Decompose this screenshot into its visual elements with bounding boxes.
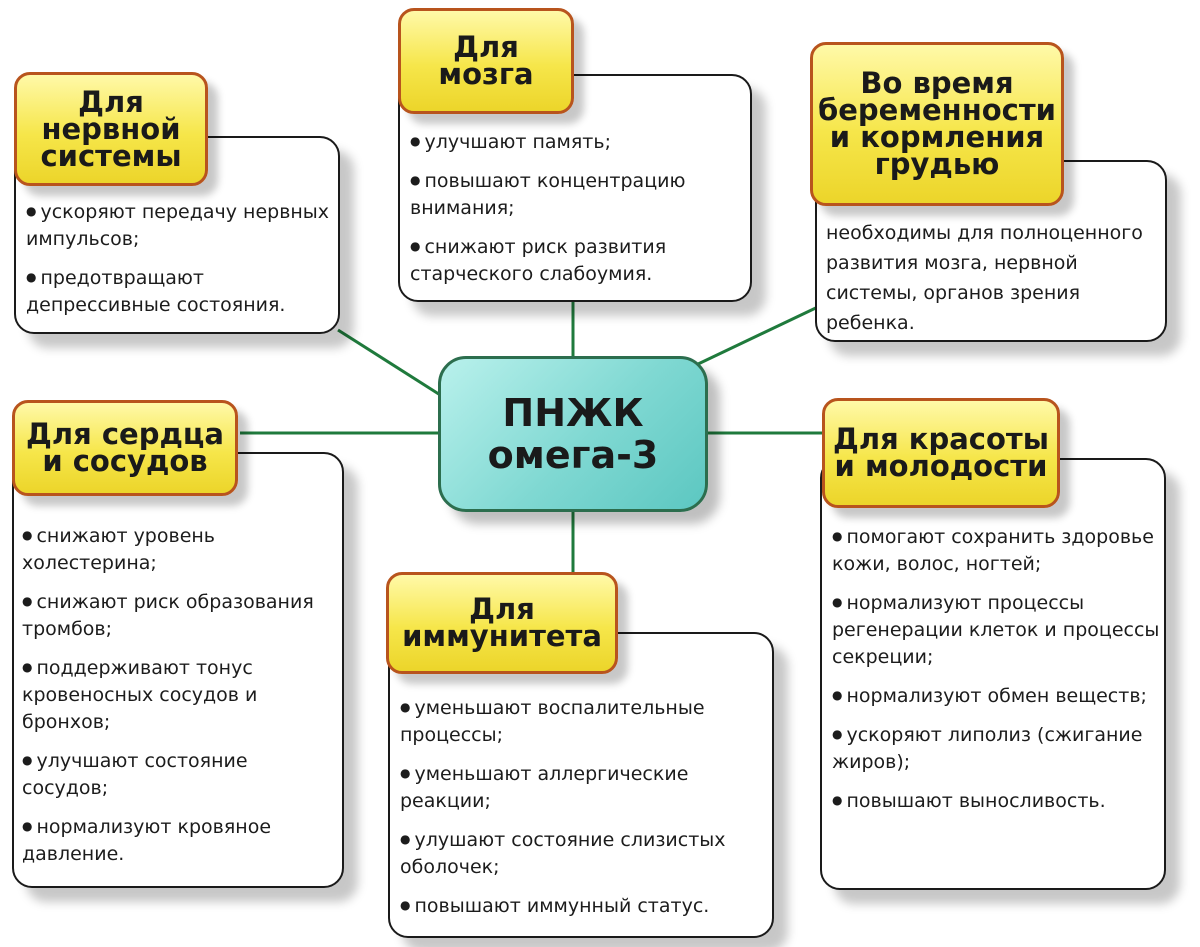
bullet-icon: ● — [410, 134, 421, 148]
list-item: ●улучшают память; — [410, 131, 611, 153]
list-item: ●поддерживают тонус кровеносных сосудов … — [22, 657, 258, 733]
bullet-icon: ● — [400, 700, 411, 714]
immunity-list: ●уменьшают воспалительные процессы; ●уме… — [400, 694, 770, 931]
bullet-icon: ● — [22, 528, 33, 542]
link-nerve — [337, 328, 446, 400]
list-item: ●повышают иммунный статус. — [400, 895, 710, 917]
bullet-icon: ● — [400, 832, 411, 846]
list-item: ●снижают уровень холестерина; — [22, 525, 215, 574]
bullet-icon: ● — [410, 173, 421, 187]
immunity-card — [388, 632, 774, 938]
bullet-icon: ● — [410, 239, 421, 253]
list-item: ●уменьшают воспалительные процессы; — [400, 697, 705, 746]
center-node: ПНЖК омега-3 — [438, 356, 708, 512]
bullet-icon: ● — [832, 793, 843, 807]
list-item: ●улучшают состояние сосудов; — [22, 750, 248, 799]
list-item: ●нормализуют кровяное давление. — [22, 816, 272, 865]
heart-card — [12, 452, 344, 888]
list-item: ●помогают сохранить здоровье кожи, волос… — [832, 526, 1154, 575]
bullet-icon: ● — [22, 594, 33, 608]
bullet-icon: ● — [26, 204, 37, 218]
bullet-icon: ● — [22, 660, 33, 674]
beauty-list: ●помогают сохранить здоровье кожи, волос… — [832, 523, 1160, 826]
pregnancy-text: необходимы для полноценного развития моз… — [826, 222, 1143, 334]
heart-list: ●снижают уровень холестерина; ●снижают р… — [22, 522, 338, 879]
beauty-card — [820, 458, 1166, 890]
bullet-icon: ● — [400, 898, 411, 912]
beauty-title: Для красоты и молодости — [822, 398, 1060, 508]
brain-title: Для мозга — [398, 8, 574, 114]
bullet-icon: ● — [400, 766, 411, 780]
bullet-icon: ● — [832, 529, 843, 543]
list-item: ●ускоряют липолиз (сжигание жиров); — [832, 724, 1143, 773]
center-title-line2: омега-3 — [487, 433, 659, 477]
list-item: ●нормализуют обмен веществ; — [832, 685, 1147, 707]
brain-list: ●улучшают память; ●повышают концентрацию… — [410, 128, 742, 299]
list-item: ●повышают выносливость. — [832, 790, 1106, 812]
brain-card — [398, 74, 752, 302]
bullet-icon: ● — [22, 819, 33, 833]
list-item: ●снижают риск развития старческого слабо… — [410, 236, 667, 285]
nerve-title: Для нервной системы — [14, 72, 208, 186]
bullet-icon: ● — [832, 727, 843, 741]
heart-title: Для сердца и сосудов — [12, 400, 238, 496]
bullet-icon: ● — [832, 595, 843, 609]
link-pregnancy — [695, 303, 823, 367]
list-item: ●уменьшают аллергические реакции; — [400, 763, 689, 812]
list-item: ●повышают концентрацию внимания; — [410, 170, 686, 219]
nerve-list: ●ускоряют передачу нервных импульсов; ●п… — [26, 198, 334, 330]
bullet-icon: ● — [26, 270, 37, 284]
list-item: ●ускоряют передачу нервных импульсов; — [26, 201, 330, 250]
center-title-line1: ПНЖК — [502, 391, 644, 435]
bullet-icon: ● — [832, 688, 843, 702]
immunity-title: Для иммунитета — [386, 572, 618, 674]
pregnancy-title: Во время беременности и кормления грудью — [810, 42, 1064, 206]
bullet-icon: ● — [22, 753, 33, 767]
list-item: ●нормализуют процессы регенерации клеток… — [832, 592, 1160, 668]
list-item: ●улушают состояние слизистых оболочек; — [400, 829, 726, 878]
list-item: ●предотвращают депрессивные состояния. — [26, 267, 286, 316]
list-item: ●снижают риск образования тромбов; — [22, 591, 314, 640]
